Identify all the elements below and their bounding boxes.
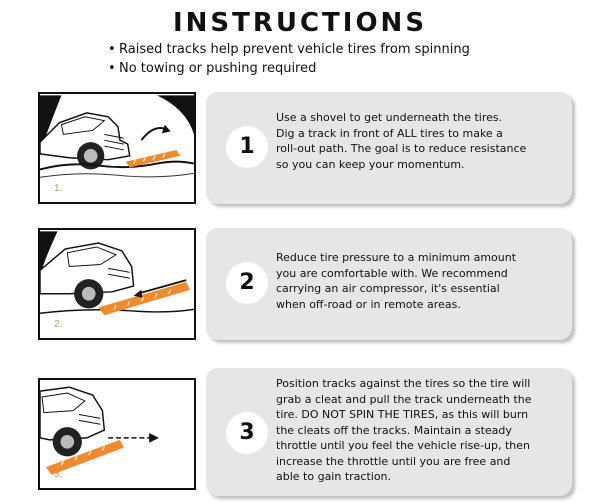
step-3-photo: 3. <box>38 378 196 490</box>
step-text-line: throttle until you feel the vehicle rise… <box>276 439 531 452</box>
bullet-list: •Raised tracks help prevent vehicle tire… <box>108 40 470 78</box>
step-text-line: increase the throttle until you are free… <box>276 454 511 468</box>
step-number-badge: 1 <box>226 126 268 168</box>
page-title: INSTRUCTIONS <box>172 8 428 38</box>
step-number-badge: 3 <box>226 412 268 454</box>
bullet-text: Raised tracks help prevent vehicle tires… <box>119 42 470 57</box>
bullet-item: •No towing or pushing required <box>108 59 470 78</box>
bullet-dot-icon: • <box>108 61 116 76</box>
step-text-line: the cleats off the tracks. Maintain a st… <box>276 423 512 437</box>
step-text-line: so you can keep your momentum. <box>276 157 465 171</box>
step-1-photo-label: 1. <box>54 183 63 194</box>
step-text-line: Position tracks against the tires so the… <box>276 377 531 390</box>
step-2-card: 2 Reduce tire pressure to a minimum amou… <box>206 228 572 340</box>
bullet-dot-icon: • <box>108 42 116 57</box>
step-2-description: Reduce tire pressure to a minimum amount… <box>276 250 566 312</box>
step-number-badge: 2 <box>226 262 268 304</box>
step-2-photo-label: 2. <box>54 319 63 330</box>
step-1-card: 1 Use a shovel to get underneath the tir… <box>206 92 572 204</box>
step-2-photo: 2. <box>38 228 196 340</box>
step-3-photo-label: 3. <box>54 469 63 480</box>
step-text-line: tire. DO NOT SPIN THE TIRES, as this wil… <box>276 408 529 421</box>
step-text-line: Use a shovel to get underneath the tires… <box>276 111 503 124</box>
step-3-description: Position tracks against the tires so the… <box>276 376 566 485</box>
step-1-description: Use a shovel to get underneath the tires… <box>276 110 566 172</box>
step-text-line: you are comfortable with. We recommend <box>276 266 508 280</box>
truck-driving-onto-tracks-illustration <box>40 386 159 475</box>
step-1-photo: 1. <box>38 92 196 204</box>
step-text-line: carrying an air compressor, it's essenti… <box>276 282 500 295</box>
step-text-line: Reduce tire pressure to a minimum amount <box>276 251 517 264</box>
step-text-line: when off-road or in remote areas. <box>276 297 461 311</box>
bullet-text: No towing or pushing required <box>119 61 317 76</box>
step-text-line: Dig a track in front of ALL tires to mak… <box>276 126 503 140</box>
step-text-line: able to gain traction. <box>276 470 392 483</box>
truck-tire-pressure-illustration <box>40 231 194 316</box>
truck-digging-illustration <box>40 95 194 178</box>
step-text-line: grab a cleat and pull the track undernea… <box>276 392 532 406</box>
bullet-item: •Raised tracks help prevent vehicle tire… <box>108 40 470 59</box>
step-text-line: roll-out path. The goal is to reduce res… <box>276 142 527 155</box>
step-3-card: 3 Position tracks against the tires so t… <box>206 368 572 496</box>
